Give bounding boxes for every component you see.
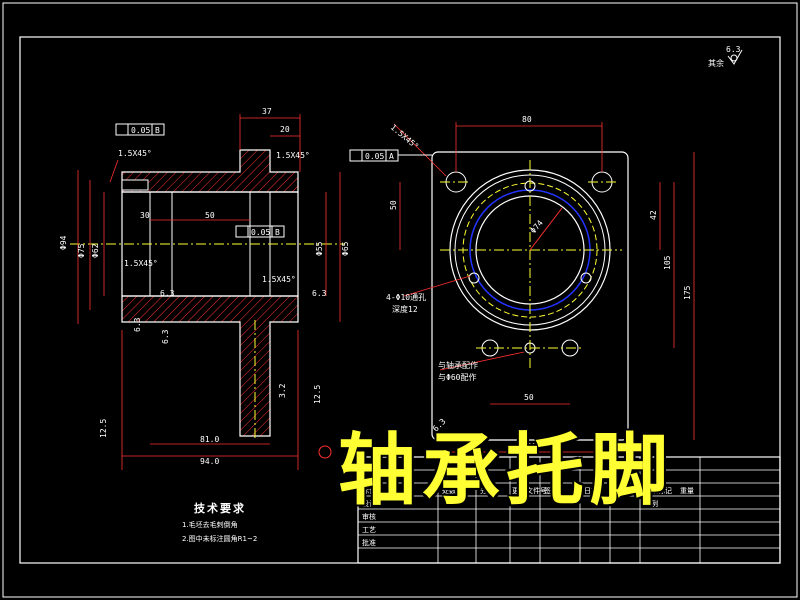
dim-side-diameter: Φ74 bbox=[529, 218, 545, 235]
ring-hole bbox=[580, 272, 592, 284]
screw-hole bbox=[121, 179, 149, 191]
rough-front-a: 6.3 bbox=[133, 317, 142, 332]
roughness-symbol-top-right: 6.3 其余 bbox=[708, 45, 743, 68]
title-block-label: 更改文件号 bbox=[512, 486, 547, 495]
title-block-label: 签名 bbox=[544, 486, 558, 495]
gdt-frame-top: 0.05 B bbox=[115, 123, 165, 136]
dim-side-right-175: 175 bbox=[683, 285, 692, 300]
dim-side-left-50: 50 bbox=[389, 200, 398, 210]
title-block-label: 批准 bbox=[362, 538, 376, 547]
title-block-label: 标准化 bbox=[612, 486, 633, 495]
base-plate-outline bbox=[431, 151, 629, 441]
dim-chamfer-c: 1.5X45° bbox=[124, 259, 158, 268]
tech-requirements-title: 技术要求 bbox=[194, 502, 246, 515]
side-dimension-lines bbox=[393, 122, 695, 453]
dim-right-phi55: Φ55 bbox=[315, 241, 324, 256]
dim-chamfer-b: 1.5X45° bbox=[276, 151, 310, 160]
roughness-top-right-label: 其余 bbox=[708, 58, 724, 68]
tech-requirement-item-1: 1.毛坯去毛刺倒角 bbox=[182, 521, 238, 529]
note-holes-a: 4-Φ10通孔 bbox=[386, 292, 426, 302]
svg-text:0.05: 0.05 bbox=[251, 228, 270, 237]
dim-side-right-42: 42 bbox=[649, 210, 658, 220]
dim-right-phi65: Φ65 bbox=[341, 241, 350, 256]
radius-leader bbox=[529, 207, 563, 251]
note-holes-c: 与轴承配作 bbox=[438, 360, 478, 370]
ring-hole bbox=[468, 272, 480, 284]
svg-text:A: A bbox=[389, 152, 394, 161]
note-holes-b: 深度12 bbox=[392, 304, 418, 314]
gdt-frame-mid: 0.05 B bbox=[235, 225, 285, 238]
title-block-label: 日期 bbox=[584, 487, 598, 495]
dim-bottom-81: 81.0 bbox=[200, 435, 219, 444]
dim-inner-30: 30 bbox=[140, 211, 150, 220]
drawing-title: 轴承托脚 bbox=[338, 426, 675, 516]
dim-bottom-94: 94.0 bbox=[200, 457, 219, 466]
title-block-label: 工艺 bbox=[362, 526, 376, 534]
title-block-label: 设计 bbox=[362, 499, 376, 508]
title-block: 标记设计审核工艺 处数 分区 更改文件号签名 日期 标准化 阶段标记重量比例批准 bbox=[357, 456, 781, 564]
rough-front-c: 12.5 bbox=[99, 419, 108, 438]
dim-side-chamfer: 1.5X45° bbox=[389, 123, 421, 152]
rough-front-d: 3.2 bbox=[278, 383, 287, 398]
title-block-label: 阶段标记 bbox=[644, 486, 672, 495]
front-section-view: 37 20 1.5X45° 1.5X45° 1.5X45° 1.5X45° 30… bbox=[59, 107, 350, 470]
tech-requirement-item-2: 2.图中未标注圆角R1~2 bbox=[182, 535, 258, 543]
title-block-label: 标记 bbox=[362, 486, 376, 495]
svg-text:B: B bbox=[275, 228, 280, 237]
datum-b-marker bbox=[318, 445, 332, 459]
dim-left-phi94: Φ94 bbox=[59, 235, 68, 250]
dim-chamfer-d: 1.5X45° bbox=[262, 275, 296, 284]
title-block-label: 比例 bbox=[644, 499, 658, 508]
front-dimension-lines bbox=[77, 114, 341, 470]
svg-text:0.05: 0.05 bbox=[365, 152, 384, 161]
title-block-label: 处数 bbox=[442, 486, 456, 495]
rough-front-f: 6.3 bbox=[160, 289, 175, 298]
side-view: 80 50 42 105 175 Φ74 50 120 4-Φ10通孔 深度12… bbox=[349, 115, 695, 453]
flange-bottom-section bbox=[121, 295, 299, 437]
svg-text:0.05: 0.05 bbox=[131, 126, 150, 135]
rough-front-b: 6.3 bbox=[161, 329, 170, 344]
dim-side-bottom-120: 120 bbox=[522, 442, 537, 451]
dim-top-37: 37 bbox=[262, 107, 272, 116]
dim-left-phi75: Φ75 bbox=[77, 243, 86, 258]
dim-inner-50: 50 bbox=[205, 211, 215, 220]
side-centerlines bbox=[440, 160, 622, 370]
dim-side-right-105: 105 bbox=[663, 255, 672, 270]
rough-front-g: 6.3 bbox=[312, 289, 327, 298]
title-block-label: 审核 bbox=[362, 512, 376, 521]
svg-text:B: B bbox=[155, 126, 160, 135]
title-block-label: 分区 bbox=[480, 486, 494, 495]
dim-chamfer-a: 1.5X45° bbox=[118, 149, 152, 158]
gdt-frame-side: 0.05 A bbox=[349, 149, 432, 162]
rough-front-e: 12.5 bbox=[313, 385, 322, 404]
dim-left-phi62: Φ62 bbox=[91, 243, 100, 258]
dim-side-bottom-50: 50 bbox=[524, 393, 534, 402]
note-holes-d: 与Φ60配作 bbox=[438, 372, 476, 382]
dim-top-20: 20 bbox=[280, 125, 290, 134]
title-block-label: 重量 bbox=[680, 487, 694, 495]
dim-side-top-80: 80 bbox=[522, 115, 532, 124]
roughness-top-right-value: 6.3 bbox=[726, 45, 741, 54]
